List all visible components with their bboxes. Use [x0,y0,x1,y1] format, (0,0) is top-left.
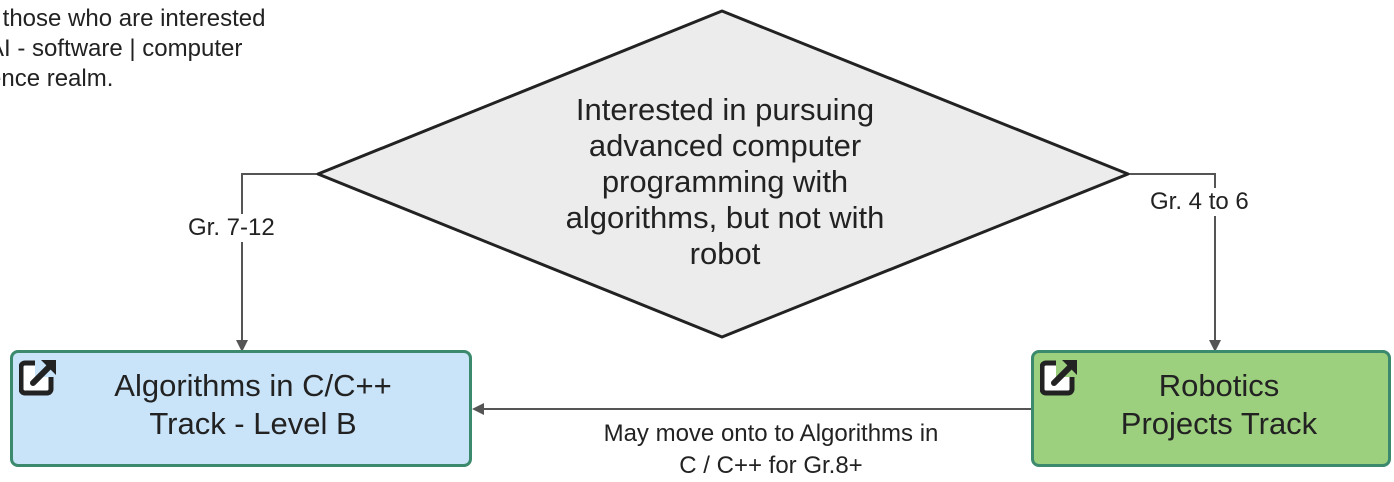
algorithms-track-label: Algorithms in C/C++ Track - Level B [53,367,453,443]
decision-line-4: algorithms, but not with [565,200,885,235]
edge-label-left: Gr. 7-12 [188,214,275,242]
note-line-1: r those who are interested [0,5,266,32]
edge-label-bottom: May move onto to Algorithms in C / C++ f… [546,418,996,482]
decision-diamond [316,9,1130,339]
note-text: r those who are interested AI - software… [0,4,368,94]
edge-label-bottom-line-1: May move onto to Algorithms in [603,420,939,447]
robotics-line-1: Robotics [1158,368,1280,403]
diagram-canvas [236,9,1221,415]
note-line-2: AI - software | computer [0,35,243,62]
decision-line-1: Interested in pursuing [575,92,875,127]
decision-text: Interested in pursuing advanced computer… [520,92,930,272]
edge-right [1128,173,1221,352]
algorithms-line-1: Algorithms in C/C++ [114,368,392,403]
edge-label-right: Gr. 4 to 6 [1150,188,1249,216]
robotics-track-node[interactable]: Robotics Projects Track [1031,350,1391,467]
edge-left [236,173,318,352]
algorithms-line-2: Track - Level B [149,406,357,441]
decision-line-3: programming with [601,164,849,199]
decision-line-2: advanced computer [588,128,862,163]
robotics-track-label: Robotics Projects Track [1064,367,1374,443]
external-link-icon[interactable] [19,357,59,397]
algorithms-track-node[interactable]: Algorithms in C/C++ Track - Level B [10,350,472,467]
decision-line-5: robot [689,236,761,271]
edge-label-bottom-line-2: C / C++ for Gr.8+ [679,452,863,479]
external-link-icon[interactable] [1040,357,1080,397]
robotics-line-2: Projects Track [1120,406,1318,441]
note-line-3: ence realm. [0,65,114,92]
